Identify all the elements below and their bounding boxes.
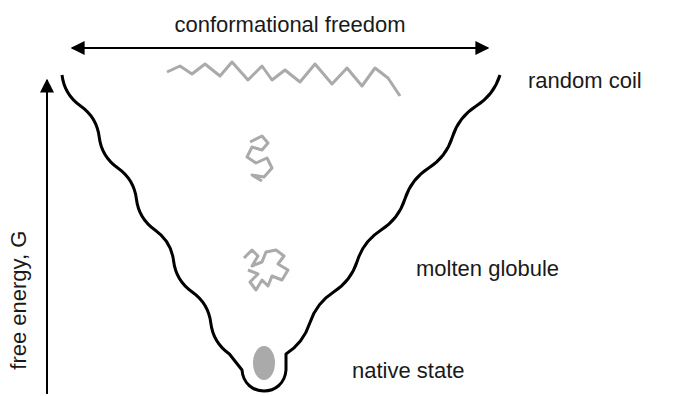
- state-label: native state: [352, 358, 465, 384]
- axis-title: free energy, G: [6, 230, 32, 369]
- state-label: molten globule: [416, 256, 559, 282]
- freedom-arrow: [72, 47, 488, 49]
- molten-globule-chain: [244, 250, 288, 290]
- native-protein: [253, 346, 275, 380]
- state-label: random coil: [528, 68, 642, 94]
- energy-funnel: [62, 75, 500, 391]
- energy-axis: [46, 80, 48, 394]
- partly-folded-chain: [247, 136, 272, 181]
- axis-title: conformational freedom: [174, 12, 405, 38]
- random-coil-chain: [167, 62, 400, 96]
